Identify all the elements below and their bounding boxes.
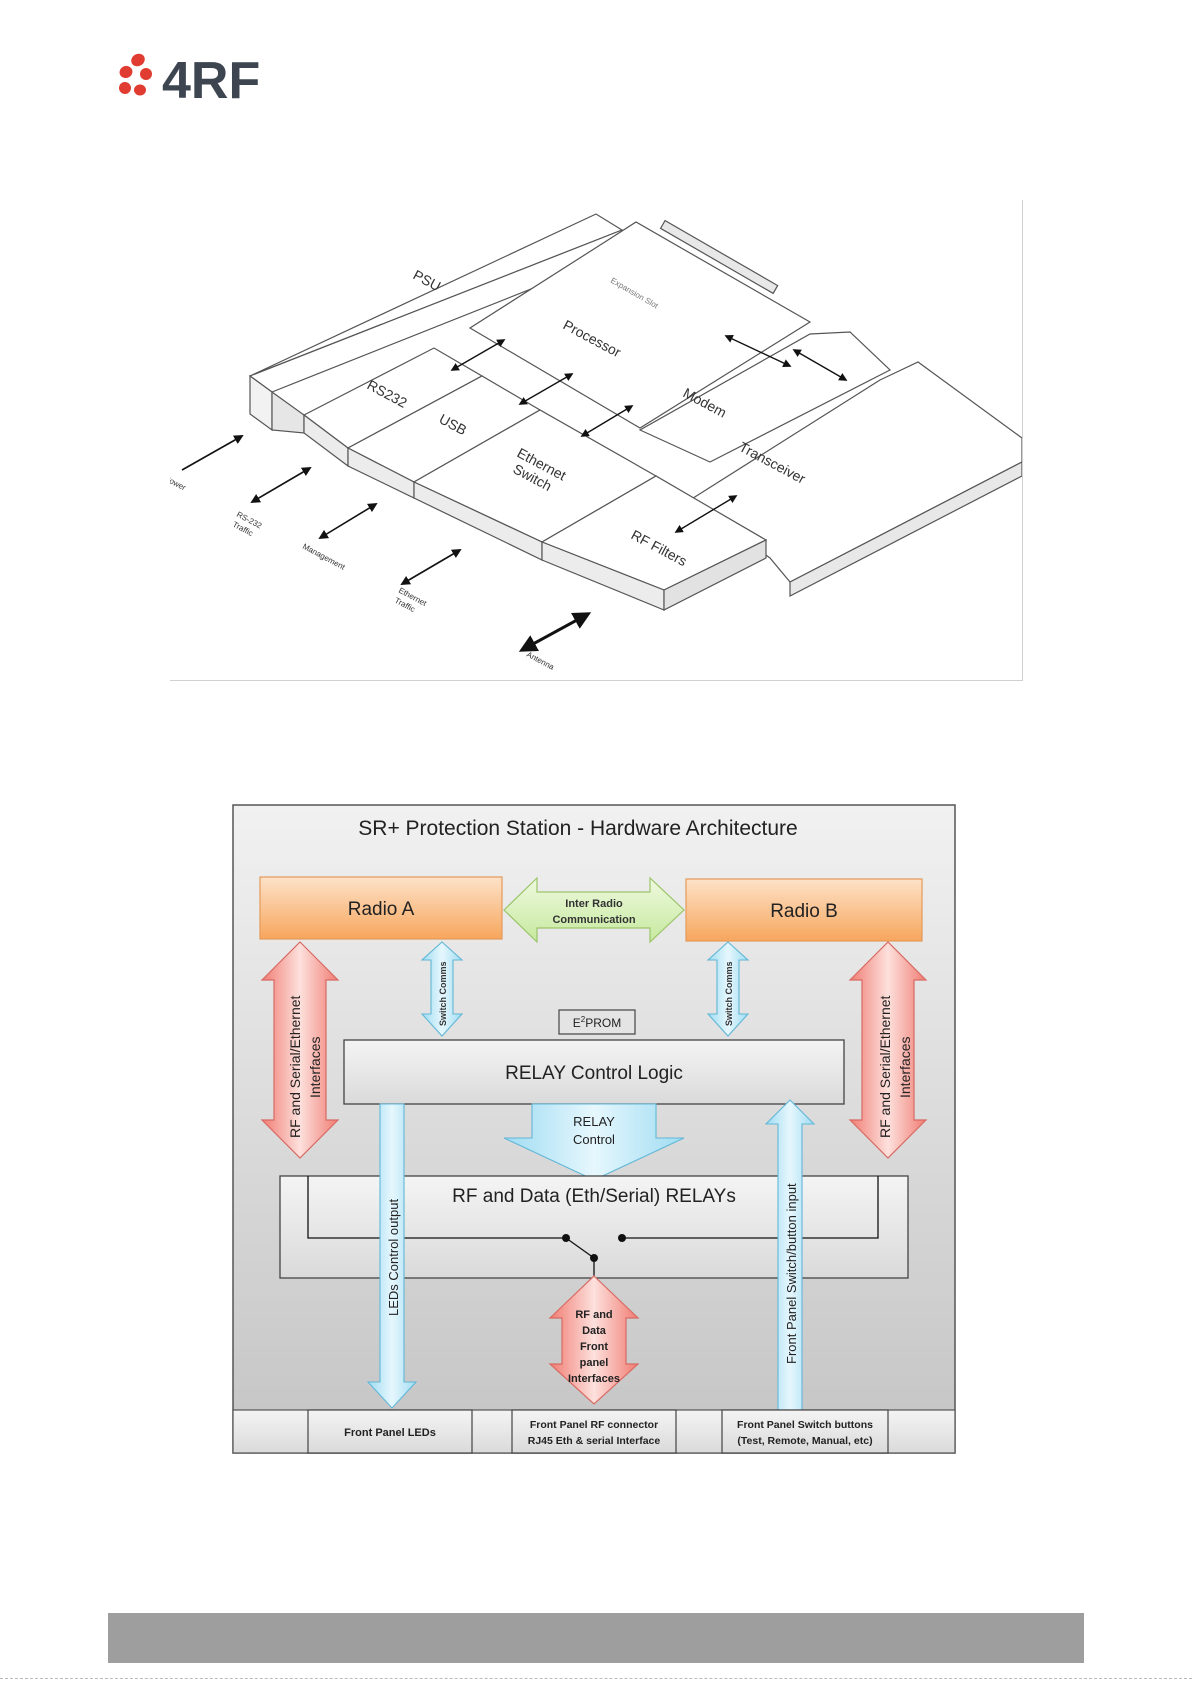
management-label: Management xyxy=(301,542,347,572)
relay-control-label-1: RELAY xyxy=(573,1114,615,1129)
rs232-traffic-arrow xyxy=(250,467,312,503)
inter-radio-arrow xyxy=(503,876,685,944)
relay-contact-b-dot xyxy=(618,1234,626,1242)
rf-serial-arrow-a xyxy=(260,941,340,1159)
footer-bar xyxy=(108,1613,1084,1663)
front-panel-leds-box xyxy=(307,1409,473,1454)
page-bottom-rule xyxy=(0,1678,1192,1679)
front-panel-switch-label-2: (Test, Remote, Manual, etc) xyxy=(737,1435,872,1447)
rf-serial-arrow-b xyxy=(848,941,928,1159)
front-iface-label-1: RF and xyxy=(575,1309,612,1321)
front-panel-rf-label-2: RJ45 Eth & serial Interface xyxy=(528,1435,661,1447)
relay-common-dot xyxy=(590,1254,598,1262)
modem-transceiver-arrow xyxy=(792,349,848,381)
architecture-title: SR+ Protection Station - Hardware Archit… xyxy=(358,817,797,840)
switch-comms-label-b: Switch Comms xyxy=(724,961,734,1026)
switch-input-arrow xyxy=(764,1099,816,1411)
switch-comms-label-a: Switch Comms xyxy=(438,961,448,1026)
ethernet-processor-arrow xyxy=(580,405,634,437)
expansion-slot xyxy=(659,219,779,295)
front-iface-label-4: panel xyxy=(580,1357,609,1369)
front-iface-label-3: Front xyxy=(580,1341,608,1353)
switch-input-label: Front Panel Switch/button input xyxy=(784,1183,799,1364)
front-iface-arrow xyxy=(548,1275,640,1405)
rf-serial-label-b-1: RF and Serial/Ethernet xyxy=(877,995,893,1138)
power-arrow xyxy=(181,435,244,471)
relays-label: RF and Data (Eth/Serial) RELAYs xyxy=(452,1186,736,1207)
inter-radio-label-1: Inter Radio xyxy=(565,898,623,910)
relay-control-logic-box xyxy=(343,1039,845,1105)
processor-modem-arrow xyxy=(724,335,792,367)
ethernet-traffic-arrow xyxy=(400,549,462,585)
front-panel-rf-box xyxy=(511,1409,677,1454)
antenna-arrow xyxy=(518,612,592,652)
relay-control-arrow xyxy=(503,1103,685,1181)
leds-output-label: LEDs Control output xyxy=(386,1199,401,1316)
psu-block xyxy=(248,213,646,434)
inter-radio-label-2: Communication xyxy=(552,914,635,926)
radio-b-box xyxy=(685,878,923,942)
rf-serial-label-b-2: Interfaces xyxy=(897,1037,913,1098)
front-panel-rf-label-1: Front Panel RF connector xyxy=(530,1419,658,1431)
rf-serial-label-a-1: RF and Serial/Ethernet xyxy=(287,995,303,1138)
front-panel-leds-label: Front Panel LEDs xyxy=(344,1427,436,1439)
front-panel-switch-box xyxy=(721,1409,889,1454)
antenna-label: Antenna xyxy=(525,650,556,672)
isometric-block-diagram: PSU Processor Expansion Slot Modem Trans… xyxy=(163,200,1023,681)
leds-output-arrow xyxy=(366,1103,418,1409)
psu-processor-arrow xyxy=(450,339,506,371)
logo-mark-icon xyxy=(119,53,152,96)
relay-control-label-2: Control xyxy=(573,1132,615,1147)
front-iface-label-2: Data xyxy=(582,1325,607,1337)
radio-a-box xyxy=(259,876,503,940)
relay-contact-a-dot xyxy=(562,1234,570,1242)
management-arrow xyxy=(318,503,378,539)
brand-logo: 4RF xyxy=(119,52,260,104)
relay-wiring xyxy=(307,1176,879,1276)
rf-transceiver-arrow xyxy=(674,495,738,533)
hardware-architecture-diagram: SR+ Protection Station - Hardware Archit… xyxy=(232,804,958,1456)
switch-comms-arrow-b xyxy=(706,941,750,1037)
logo-text: 4RF xyxy=(162,52,260,104)
radio-b-label: Radio B xyxy=(770,901,838,922)
switch-comms-arrow-a xyxy=(420,941,464,1037)
usb-processor-arrow xyxy=(518,373,574,405)
rf-serial-label-a-2: Interfaces xyxy=(307,1037,323,1098)
power-label: Power xyxy=(170,474,188,493)
radio-a-label: Radio A xyxy=(348,899,415,920)
front-panel-switch-label-1: Front Panel Switch buttons xyxy=(737,1419,873,1431)
relay-control-logic-label: RELAY Control Logic xyxy=(505,1063,683,1084)
front-iface-label-5: Interfaces xyxy=(568,1373,620,1385)
eeprom-box xyxy=(558,1009,636,1035)
eeprom-label: E2PROM xyxy=(573,1015,621,1030)
